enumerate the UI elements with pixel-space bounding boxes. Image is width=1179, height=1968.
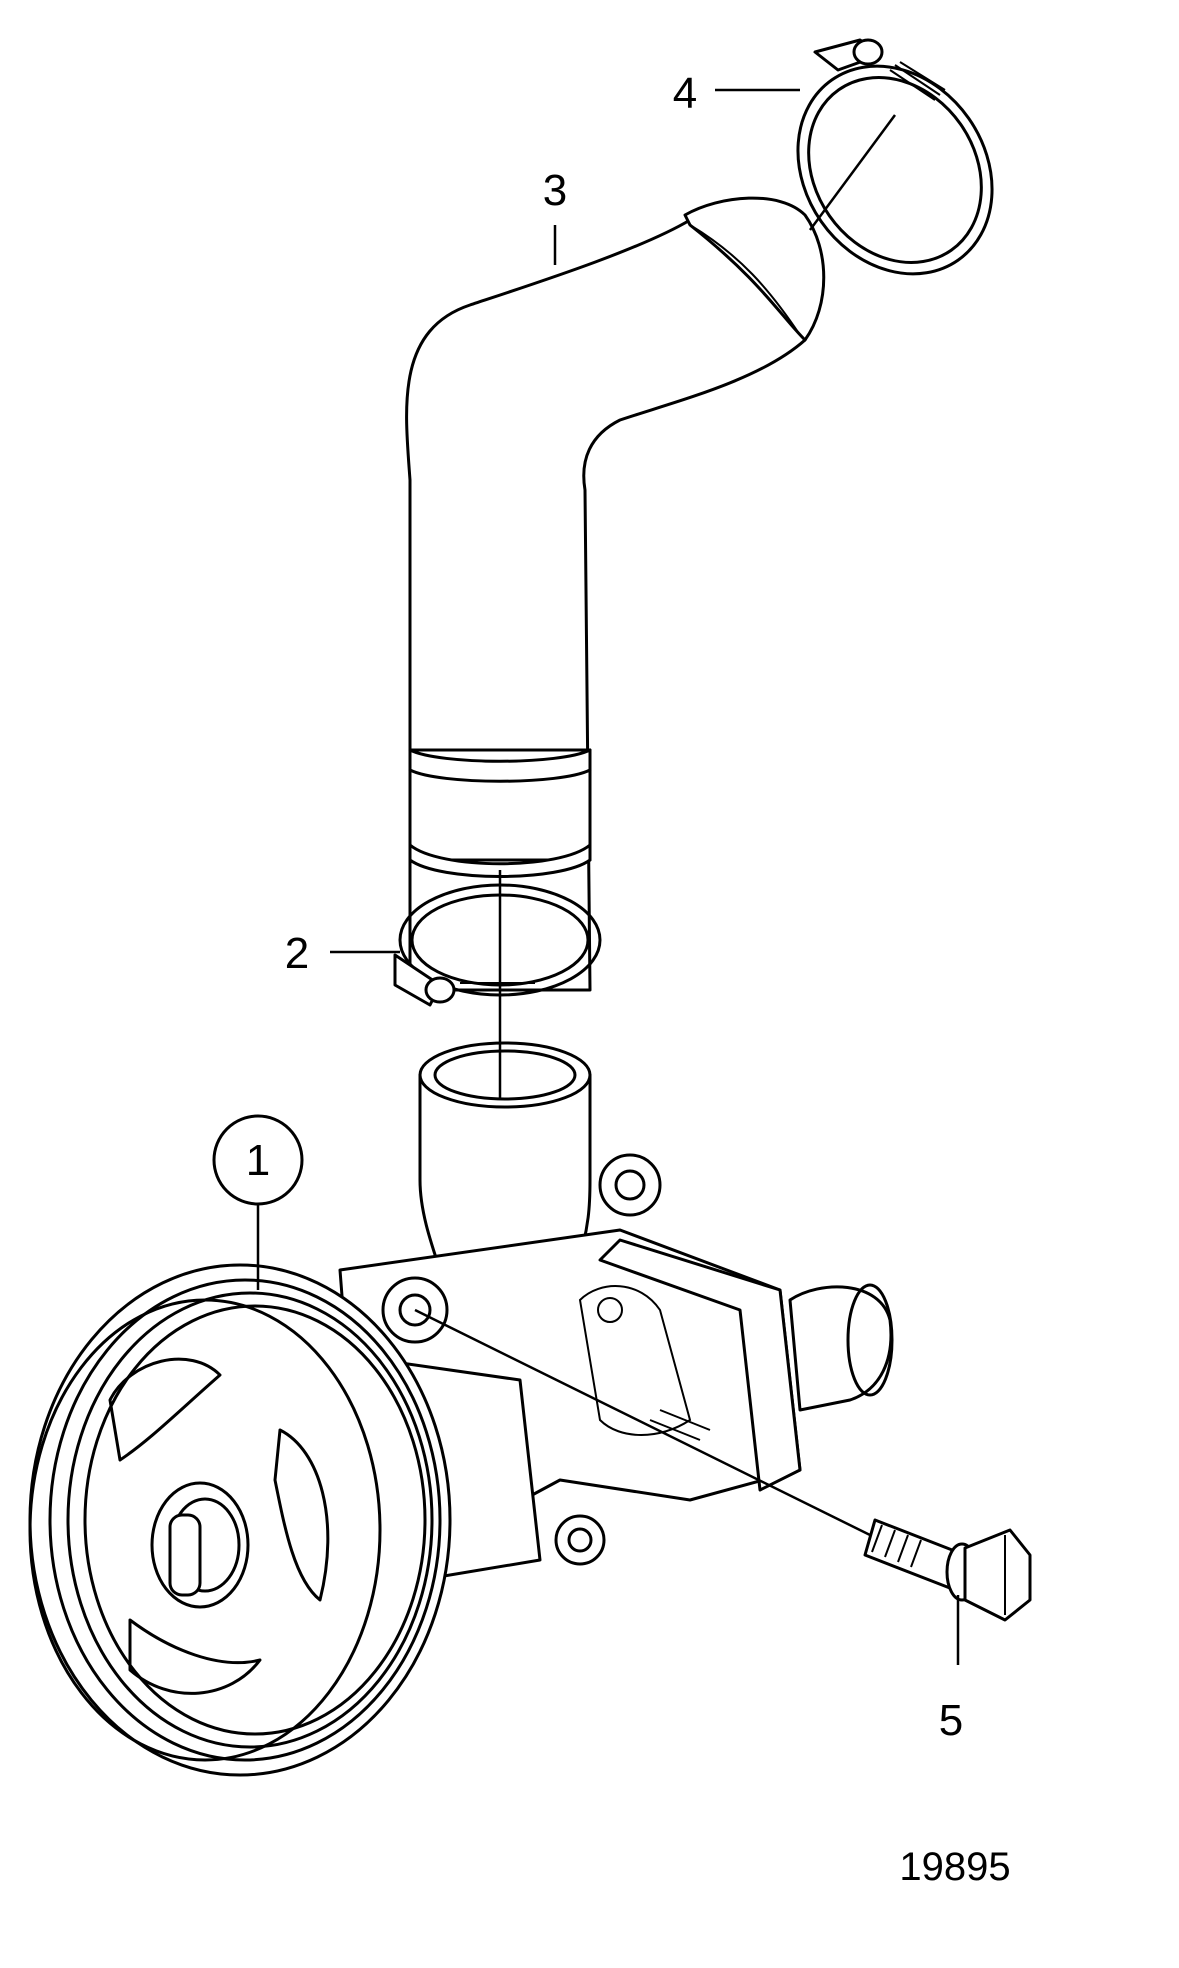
water-pump-assembly [28, 1041, 894, 1777]
callout-circle-1 [212, 1114, 304, 1206]
callout-label-2: 2 [285, 929, 309, 978]
figure-number: 19895 [899, 1845, 1010, 1889]
callout-label-5: 5 [939, 1696, 963, 1745]
flange-bolt [863, 1518, 1032, 1622]
axis-line-clamp-to-hose [808, 114, 897, 231]
callout-label-3: 3 [543, 166, 567, 215]
coolant-hose [405, 196, 826, 992]
axis-line-bolt [414, 1308, 871, 1537]
upper-hose-clamp [796, 38, 994, 276]
callout-label-1: 1 [246, 1136, 270, 1185]
callout-label-4: 4 [673, 69, 697, 118]
